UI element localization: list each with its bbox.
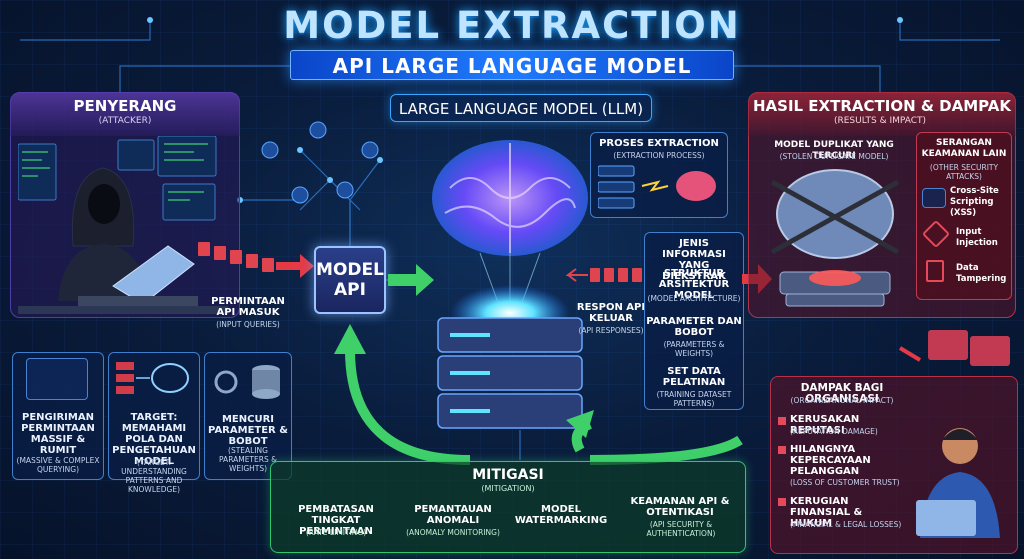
attacker-card-target-sub: (TARGET: UNDERSTANDING PATTERNS AND KNOW… [121, 458, 187, 494]
model-api-line2: API [334, 280, 366, 300]
impact-title: DAMPAK BAGI ORGANISASI [800, 382, 884, 405]
info-dataset-sub: (TRAINING DATASET PATTERNS) [656, 390, 732, 408]
page-subtitle: API LARGE LANGUAGE MODEL [290, 50, 734, 80]
attacker-card-stealing-label: MENCURI PARAMETER & BOBOT [208, 414, 288, 447]
attack-tampering-label: Data Tampering [956, 263, 1007, 284]
results-panel-header [748, 92, 1016, 136]
mitigation-anomaly-label: PEMANTAUAN ANOMALI [414, 504, 492, 526]
impact-financial-label: KERUGIAN FINANSIAL & HUKUM [790, 496, 863, 529]
hacker-illustration [18, 136, 228, 314]
attacker-title: PENYERANG [73, 97, 177, 115]
extraction-flow-icon [598, 165, 716, 209]
attacker-card-target-label: TARGET: MEMAHAMI POLA DAN PENGETAHUAN MO… [112, 412, 196, 467]
queries-label: PERMINTAAN API MASUK [211, 296, 285, 318]
other-attacks-label: SERANGAN KEAMANAN LAIN [921, 138, 1007, 159]
model-api-line1: MODEL [316, 260, 384, 280]
impact-reputation-sub: (REPUTATION DAMAGE) [790, 427, 878, 436]
other-attacks-sub: (OTHER SECURITY ATTACKS) [929, 163, 999, 181]
model-api-box: MODEL API [314, 246, 386, 314]
worried-person-illustration [916, 428, 1000, 538]
info-dataset-label: SET DATA PELATINAN [662, 366, 726, 388]
chained-brain-illustration [770, 169, 900, 307]
mitigation-anomaly-sub: (ANOMALY MONITORING) [406, 528, 500, 537]
impact-trust-label: HILANGNYA KEPERCAYAAN PELANGGAN [790, 444, 871, 477]
info-types-title: JENIS INFORMASI YANG DIEKSTRAK [662, 238, 726, 282]
other-attacks-box [916, 132, 1012, 300]
brain-target-icon [116, 362, 189, 394]
impact-bullet-3 [778, 498, 786, 506]
attacker-card-querying-label: PENGIRIMAN PERMINTAAN MASSIF & RUMIT [21, 412, 95, 456]
query-documents-arrow [198, 242, 314, 278]
info-parameters-sub: (PARAMETERS & WEIGHTS) [663, 340, 725, 358]
mitigation-rate-limiting-label: PEMBATASAN TINGKAT PERMINTAAN [298, 504, 374, 537]
results-title: HASIL EXTRACTION & DAMPAK [752, 97, 1012, 115]
response-label: RESPON API KELUAR [576, 302, 646, 324]
mitigation-panel [270, 461, 746, 553]
response-documents-arrow [566, 268, 642, 282]
duplicate-model-label: MODEL DUPLIKAT YANG TERCURI [774, 140, 894, 161]
llm-brain-server-illustration [432, 140, 588, 429]
attacker-card-stealing-sub: (STEALING PARAMETERS & WEIGHTS) [219, 446, 277, 473]
code-window-icon [26, 358, 88, 400]
mitigation-feedback-arrows [334, 324, 743, 465]
response-sub: (API RESPONSES) [578, 326, 644, 335]
mitigation-subtitle: (MITIGATION) [481, 484, 535, 493]
queries-sub: (INPUT QUERIES) [216, 320, 280, 329]
extraction-process-label: PROSES EXTRACTION [599, 138, 719, 149]
mitigation-rate-limiting-sub: (RATE LIMITING) [305, 528, 367, 537]
extraction-process-sub: (EXTRACTION PROCESS) [613, 151, 705, 160]
results-subtitle: (RESULTS & IMPACT) [833, 116, 927, 126]
impact-bullet-1 [778, 417, 786, 425]
mitigation-title: MITIGASI [472, 467, 544, 483]
duplicate-model-sub: (STOLEN DUPLICATE MODEL) [779, 152, 889, 161]
attacker-subtitle: (ATTACKER) [98, 116, 152, 126]
attacker-panel-header [10, 92, 240, 136]
mitigation-api-security-label: KEAMANAN API & OTENTIKASI [630, 496, 730, 518]
impact-financial-sub: (FINANCIAL & LEGAL LOSSES) [790, 520, 902, 529]
attack-injection-label: Input Injection [956, 227, 998, 248]
database-gear-icon [214, 365, 280, 399]
code-icon [922, 188, 946, 208]
info-architecture-label: STRUKTUR ARSITEKTUR MODEL [658, 268, 730, 301]
info-architecture-sub: (MODEL ARCHITECTURE) [647, 294, 741, 303]
impact-screens-illustration [898, 330, 1010, 366]
mitigation-api-security-sub: (API SECURITY & AUTHENTICATION) [646, 520, 716, 538]
attacker-card-querying-sub: (MASSIVE & COMPLEX QUERYING) [16, 456, 100, 474]
llm-title: LARGE LANGUAGE MODEL (LLM) [390, 94, 652, 122]
info-parameters-label: PARAMETER DAN BOBOT [646, 316, 742, 338]
page-title: MODEL EXTRACTION [283, 4, 741, 47]
impact-trust-sub: (LOSS OF CUSTOMER TRUST) [790, 478, 900, 487]
impact-bullet-2 [778, 446, 786, 454]
info-types-box [644, 232, 744, 410]
impact-subtitle: (ORGANIZATIONAL IMPACT) [790, 396, 894, 405]
document-edit-icon [926, 260, 944, 282]
api-to-llm-arrow [388, 264, 434, 296]
attack-xss-label: Cross-Site Scripting (XSS) [950, 186, 999, 218]
impact-reputation-label: KERUSAKAN REPUTASI [790, 414, 860, 436]
mitigation-watermarking-label: MODEL WATERMARKING [514, 504, 608, 526]
